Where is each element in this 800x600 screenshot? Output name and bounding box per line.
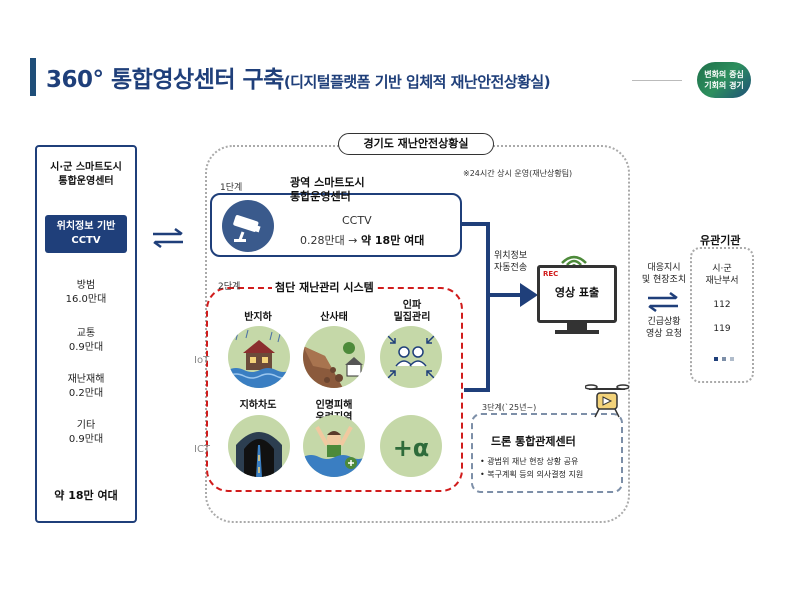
- iot-label: IoT: [194, 355, 210, 366]
- related-agencies-title: 유관기관: [700, 234, 741, 247]
- category-label: 재난재해: [67, 374, 105, 385]
- title-accent-bar: [30, 58, 36, 96]
- step3-item: • 광범위 재난 현장 상황 공유: [480, 457, 579, 466]
- cctv-category: 기타 0.9만대: [37, 419, 135, 447]
- cctv-from: 0.28만대 →: [300, 234, 358, 247]
- emergency-line-1: 긴급상황: [647, 317, 681, 327]
- drowning-person-icon: [303, 415, 365, 477]
- bidirectional-arrow-icon: [648, 292, 678, 312]
- plus-alpha-icon: +α: [380, 415, 442, 477]
- plus-alpha-text: +α: [393, 434, 430, 462]
- cctv-badge: 위치정보 기반 CCTV: [45, 215, 127, 253]
- node-label-crowd: 인파 밀집관리: [384, 300, 440, 324]
- auto-transfer-label: 위치정보 자동전송: [494, 250, 527, 274]
- agency-item: 112: [713, 300, 731, 310]
- node-label-line-2: 밀집관리: [393, 312, 431, 323]
- auto-transfer-line-1: 위치정보: [494, 251, 528, 261]
- agency-item: 시·군 재난부서: [692, 263, 752, 287]
- cctv-badge-line-2: CCTV: [71, 235, 101, 246]
- cctv-category: 방범 16.0만대: [37, 279, 135, 307]
- node-label-line-1: 인명피해: [315, 400, 353, 411]
- connector-lines: [462, 222, 538, 392]
- logo-line-1: 변화의 중심: [704, 70, 744, 79]
- response-label: 대응지시 및 현장조치: [636, 262, 692, 286]
- drone-icon: [585, 384, 629, 418]
- gyeonggi-logo: 변화의 중심 기회의 경기: [697, 62, 751, 98]
- category-value: 0.9만대: [68, 434, 104, 445]
- page-title-sub: (디지털플랫폼 기반 입체적 재난안전상황실): [283, 73, 551, 91]
- page-title: 360° 통합영상센터 구축(디지털플랫폼 기반 입체적 재난안전상황실): [46, 60, 551, 94]
- step3-box: [471, 413, 623, 493]
- cctv-total: 약 18만 여대: [54, 489, 118, 502]
- node-label-landslide: 산사태: [312, 312, 356, 324]
- left-panel-title-line-1: 시·군 스마트도시: [50, 162, 122, 173]
- step3-item-text: 복구계획 등의 의사결정 지원: [487, 470, 584, 479]
- rec-indicator: REC: [543, 270, 559, 278]
- step2-label: 2단계: [218, 282, 241, 292]
- left-panel-smart-city: 시·군 스마트도시 통합운영센터 위치정보 기반 CCTV 방범 16.0만대 …: [35, 145, 137, 523]
- emergency-line-2: 영상 요청: [646, 329, 682, 339]
- flooded-house-icon: [228, 326, 290, 388]
- category-label: 교통: [76, 328, 96, 339]
- category-label: 방범: [76, 280, 96, 291]
- agency-item: 119: [713, 324, 731, 334]
- operation-note: ※24시간 상시 운영(재난상황팀): [463, 169, 573, 178]
- step1-title-line-1: 광역 스마트도시: [290, 176, 365, 189]
- ict-label: ICT: [194, 444, 211, 455]
- video-display-label: 영상 표출: [554, 286, 600, 299]
- step3-label: 3단계(`25년~): [482, 403, 537, 412]
- step1-label: 1단계: [220, 183, 243, 193]
- category-value: 16.0만대: [65, 294, 107, 305]
- step1-title-line-2: 통합운영센터: [290, 190, 351, 203]
- left-panel-title-line-2: 통합운영센터: [58, 176, 114, 187]
- left-panel-title: 시·군 스마트도시 통합운영센터: [37, 161, 135, 189]
- cctv-camera-icon: [222, 200, 274, 252]
- auto-transfer-line-2: 자동전송: [494, 263, 528, 273]
- step3-item-text: 광범위 재난 현장 상황 공유: [487, 457, 579, 466]
- monitor-base: [555, 330, 599, 334]
- response-line-1: 대응지시: [647, 263, 681, 273]
- step1-cctv-count: 0.28만대 → 약 18만 여대: [300, 232, 424, 248]
- more-dots-icon: [714, 357, 734, 361]
- category-label: 기타: [76, 420, 96, 431]
- node-label-underpass: 지하차도: [232, 400, 284, 412]
- step1-cctv-label: CCTV: [342, 214, 372, 227]
- agency-line-1: 시·군: [712, 264, 732, 274]
- category-value: 0.9만대: [68, 342, 104, 353]
- cctv-category: 재난재해 0.2만대: [37, 373, 135, 401]
- gyeonggi-situation-room-title: 경기도 재난안전상황실: [338, 133, 494, 155]
- monitor-stand: [567, 323, 587, 331]
- landslide-icon: [303, 326, 365, 388]
- emergency-request-label: 긴급상황 영상 요청: [636, 316, 692, 340]
- node-label-line-1: 인파: [402, 300, 422, 311]
- response-line-2: 및 현장조치: [641, 275, 687, 285]
- step3-item: • 복구계획 등의 의사결정 지원: [480, 470, 584, 479]
- related-agencies-panel: 시·군 재난부서 112 119: [690, 247, 754, 383]
- agency-line-2: 재난부서: [705, 276, 739, 286]
- bidirectional-arrow-icon: [153, 228, 183, 248]
- step2-title: 첨단 재난관리 시스템: [272, 279, 377, 295]
- cctv-badge-line-1: 위치정보 기반: [56, 221, 116, 232]
- video-display-monitor: REC: [537, 265, 617, 323]
- step1-title: 광역 스마트도시 통합운영센터: [290, 176, 365, 204]
- cctv-category: 교통 0.9만대: [37, 327, 135, 355]
- category-value: 0.2만대: [68, 388, 104, 399]
- title-divider: [632, 80, 682, 81]
- crowd-icon: [380, 326, 442, 388]
- node-label-semi-basement: 반지하: [236, 312, 280, 324]
- page-title-main: 360° 통합영상센터 구축: [46, 67, 284, 93]
- tunnel-icon: [228, 415, 290, 477]
- logo-line-2: 기회의 경기: [704, 81, 744, 90]
- cctv-to: 약 18만 여대: [360, 234, 425, 247]
- step3-title: 드론 통합관제센터: [491, 435, 576, 448]
